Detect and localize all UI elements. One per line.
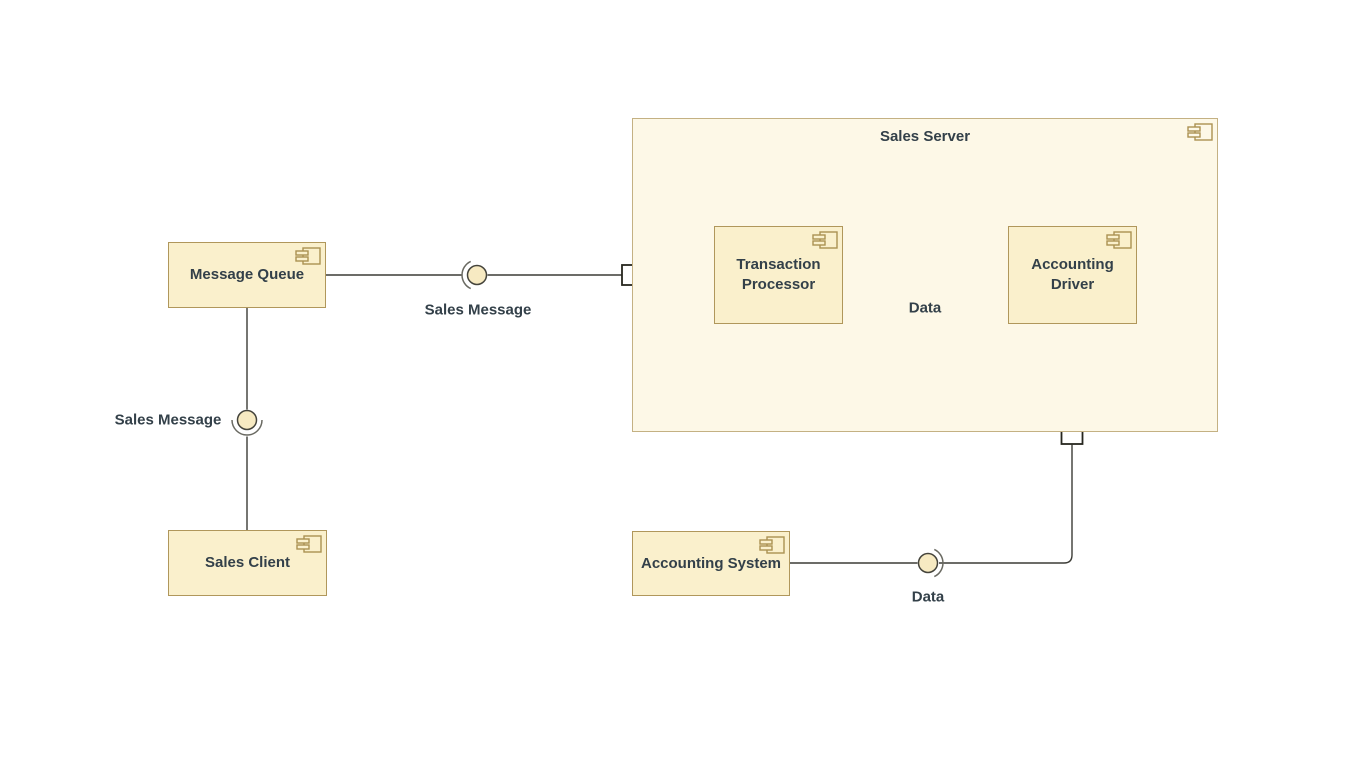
component-label: Accounting System bbox=[640, 554, 782, 572]
container-title: Sales Server bbox=[879, 128, 971, 145]
component-icon bbox=[812, 231, 838, 249]
component-icon bbox=[295, 247, 321, 265]
component-icon bbox=[1106, 231, 1132, 249]
component-accounting-system: Accounting System bbox=[632, 531, 790, 596]
required-interface-socket-icon bbox=[461, 260, 472, 290]
component-icon bbox=[1187, 123, 1213, 141]
component-label: Transaction Processor bbox=[736, 256, 821, 293]
provided-interface-ball-icon bbox=[236, 409, 258, 431]
component-accounting-driver: Accounting Driver bbox=[1008, 226, 1137, 324]
component-icon bbox=[296, 535, 322, 553]
component-sales-client: Sales Client bbox=[168, 530, 327, 596]
required-interface-socket-icon bbox=[933, 548, 944, 578]
component-label: Sales Client bbox=[204, 554, 291, 571]
component-label: Message Queue bbox=[189, 266, 305, 283]
component-label: Accounting Driver bbox=[1031, 256, 1114, 293]
provided-interface-ball-icon bbox=[917, 552, 939, 574]
interface-label-data: Data bbox=[911, 588, 945, 606]
provided-interface-ball-icon bbox=[466, 264, 488, 286]
connector-port-to-data bbox=[939, 444, 1073, 564]
interface-label-sales-message: Sales Message bbox=[114, 411, 222, 429]
interface-label-data: Data bbox=[908, 299, 942, 317]
component-icon bbox=[759, 536, 785, 554]
component-transaction-processor: Transaction Processor bbox=[714, 226, 843, 324]
interface-label-sales-message: Sales Message bbox=[424, 301, 532, 319]
component-message-queue: Message Queue bbox=[168, 242, 326, 308]
required-interface-socket-icon bbox=[231, 419, 263, 436]
